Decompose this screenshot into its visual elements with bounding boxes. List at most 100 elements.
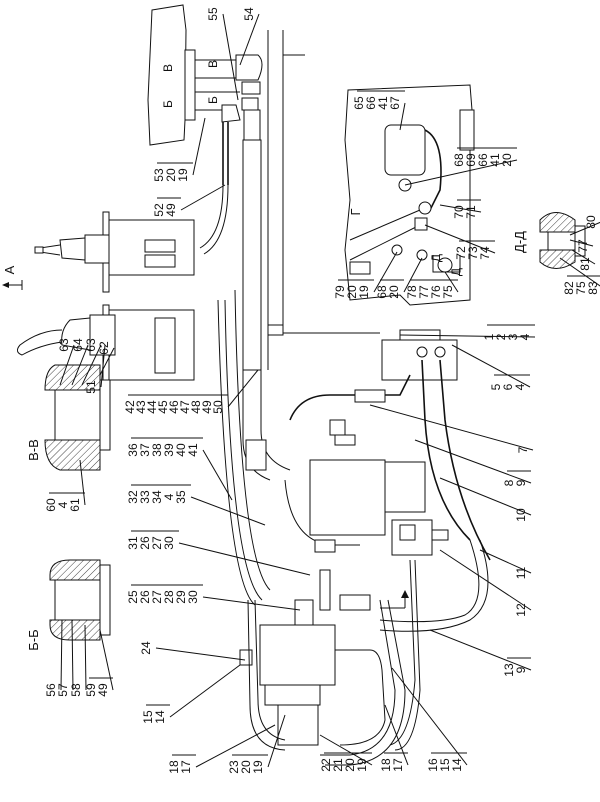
callout-number: 32: [126, 490, 140, 504]
leader-line: [84, 624, 87, 691]
callout-number: 23: [227, 760, 241, 774]
section-b-b: [49, 559, 111, 641]
callout-number: 20: [239, 760, 253, 774]
callout-number: 54: [242, 7, 256, 21]
leader-line: [369, 404, 534, 451]
leader-line: [169, 664, 241, 718]
leader-line: [399, 334, 536, 338]
leader-line: [180, 184, 226, 211]
callout-number: 26: [138, 590, 152, 604]
callout-number: 6: [501, 383, 515, 390]
callout-number: 59: [84, 683, 98, 697]
leader-line: [439, 477, 532, 516]
callout-number: 74: [478, 246, 492, 260]
callout-number: 61: [68, 498, 82, 512]
callout-number: 35: [174, 490, 188, 504]
callout-number: 78: [405, 285, 419, 299]
callout-number: 19: [176, 168, 190, 182]
callout-number: 22: [319, 758, 333, 772]
callout-number: 77: [576, 239, 590, 253]
callout-number: 16: [426, 758, 440, 772]
callout-number: 12: [514, 603, 528, 617]
leader-line: [222, 13, 239, 101]
leader-line: [569, 221, 600, 236]
callout-number: 11: [514, 566, 528, 579]
leader-line: [439, 204, 482, 213]
callout-number: 40: [174, 443, 188, 457]
callout-number: 20: [387, 285, 401, 299]
callout-number: 19: [355, 758, 369, 772]
leader-line: [391, 667, 468, 766]
view-g-label: Г: [348, 208, 363, 215]
joystick-right: [16, 304, 195, 386]
leader-line: [60, 619, 63, 691]
callout-number: 48: [189, 400, 203, 414]
section-mark-v: В: [161, 64, 175, 72]
callout-number: 28: [162, 590, 176, 604]
callout-number: 83: [586, 281, 600, 295]
leader-line: [424, 224, 496, 254]
callout-number: 27: [150, 536, 164, 550]
callout-number: 66: [364, 96, 378, 110]
callout-number: 15: [438, 758, 452, 772]
leader-line: [414, 439, 532, 484]
callout-number: 65: [352, 96, 366, 110]
callout-number: 27: [150, 590, 164, 604]
section-mark-b: Б: [206, 96, 220, 104]
callout-number: 4: [518, 333, 532, 340]
leader-line: [155, 647, 246, 661]
view-arrow-label: А: [2, 265, 17, 274]
section-v-v: [44, 364, 111, 471]
leader-line: [99, 629, 114, 691]
section-b-b-label: Б-Б: [26, 629, 41, 650]
callout-number: 49: [200, 400, 214, 414]
callout-number: 37: [138, 443, 152, 457]
callout-number: 1: [482, 333, 496, 340]
callout-number: 63: [57, 338, 71, 352]
callout-number: 79: [333, 285, 347, 299]
callout-number: 4: [513, 383, 527, 390]
callout-number: 20: [345, 285, 359, 299]
leader-line: [569, 239, 594, 247]
leader-line: [202, 449, 233, 501]
leader-line: [267, 714, 286, 768]
callout-number: 3: [506, 333, 520, 340]
callout-number: 39: [162, 443, 176, 457]
callout-number: 31: [126, 536, 140, 550]
leader-line: [99, 347, 115, 376]
callout-number: 75: [574, 281, 588, 295]
callout-number: 34: [150, 490, 164, 504]
leader-line: [59, 344, 75, 386]
callout-number: 4: [162, 493, 176, 500]
callout-number: 13: [502, 663, 516, 677]
callout-number: 7: [516, 446, 530, 453]
section-d-d-label: Д-Д: [512, 231, 527, 253]
callout-number: 4: [56, 501, 70, 508]
callout-number: 21: [331, 758, 345, 772]
callout-number: 75: [441, 285, 455, 299]
section-mark-d: Д: [429, 254, 443, 262]
callout-number: 17: [179, 760, 193, 774]
callout-number: 53: [152, 168, 166, 182]
callout-number: 58: [69, 683, 83, 697]
leader-line: [559, 257, 600, 287]
callout-number: 81: [578, 257, 592, 271]
leader-line: [451, 344, 531, 388]
callout-number: 69: [464, 153, 478, 167]
leader-line: [403, 257, 423, 293]
callout-number: 66: [476, 153, 490, 167]
view-arrow-a: [2, 280, 23, 290]
callout-number: 25: [126, 590, 140, 604]
callout-number: 64: [71, 338, 85, 352]
callout-number: 52: [152, 203, 166, 217]
leader-line: [202, 596, 301, 611]
leader-line: [71, 344, 89, 386]
leader-line: [81, 344, 102, 386]
callout-number: 51: [84, 380, 98, 394]
engine-mount-view-g: [344, 84, 475, 306]
leader-line: [192, 117, 206, 176]
callout-number: 33: [138, 490, 152, 504]
callout-number: 46: [167, 400, 181, 414]
callout-number: 41: [186, 443, 200, 457]
